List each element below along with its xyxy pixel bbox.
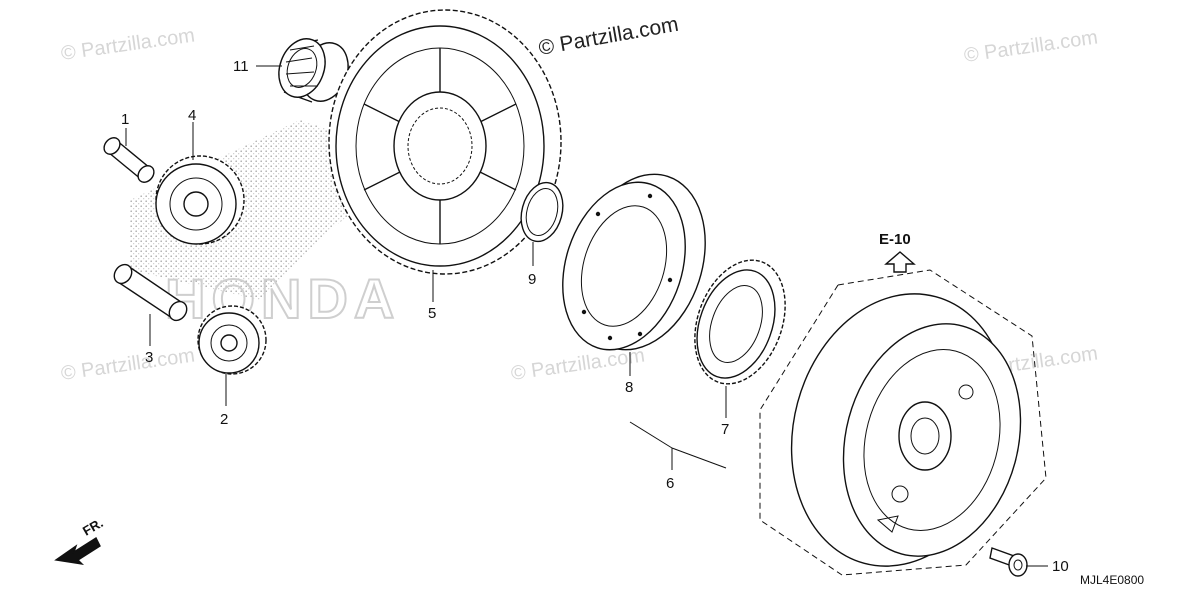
watermark-main: © Partzilla.com <box>537 13 680 60</box>
leader-lines <box>125 65 1048 567</box>
part-1-shaft <box>103 137 155 183</box>
part-5-large-gear <box>328 9 562 275</box>
section-reference-e10[interactable]: E-10 <box>879 231 911 248</box>
part-10-bolt <box>989 547 1028 577</box>
callout-5[interactable]: 5 <box>428 305 436 322</box>
honda-brand-watermark: HONDA <box>165 267 400 330</box>
callout-4[interactable]: 4 <box>188 107 196 124</box>
callout-7[interactable]: 7 <box>721 421 729 438</box>
watermark-text: © Partzilla.com <box>60 24 197 65</box>
callout-1[interactable]: 1 <box>121 111 129 128</box>
callout-3[interactable]: 3 <box>145 349 153 366</box>
watermark-text: © Partzilla.com <box>60 344 197 385</box>
callout-9[interactable]: 9 <box>528 271 536 288</box>
diagram-code: MJL4E0800 <box>1080 573 1144 587</box>
part-4-gear <box>155 155 245 245</box>
part-11-needle-bearing <box>278 38 349 103</box>
front-direction-indicator: FR. <box>54 515 106 566</box>
assembly-6-bracket <box>629 421 727 470</box>
callout-8[interactable]: 8 <box>625 379 633 396</box>
part-9-washer <box>520 181 564 243</box>
callout-10[interactable]: 10 <box>1052 558 1069 575</box>
part-8-clutch-outer <box>562 173 706 351</box>
flywheel-reference-outline <box>759 251 1047 576</box>
part-3-shaft <box>113 263 188 322</box>
callout-labels: 1 2 3 4 5 6 7 8 9 10 11 <box>121 58 1069 575</box>
callout-11[interactable]: 11 <box>233 58 249 75</box>
watermark-text: © Partzilla.com <box>963 26 1100 67</box>
section-arrow-icon <box>884 251 916 273</box>
callout-6[interactable]: 6 <box>666 475 674 492</box>
part-7-sprag-clutch <box>694 259 786 385</box>
front-direction-label: FR. <box>80 515 106 538</box>
callout-2[interactable]: 2 <box>220 411 228 428</box>
part-2-gear <box>197 305 267 375</box>
front-arrow-icon <box>54 536 101 566</box>
